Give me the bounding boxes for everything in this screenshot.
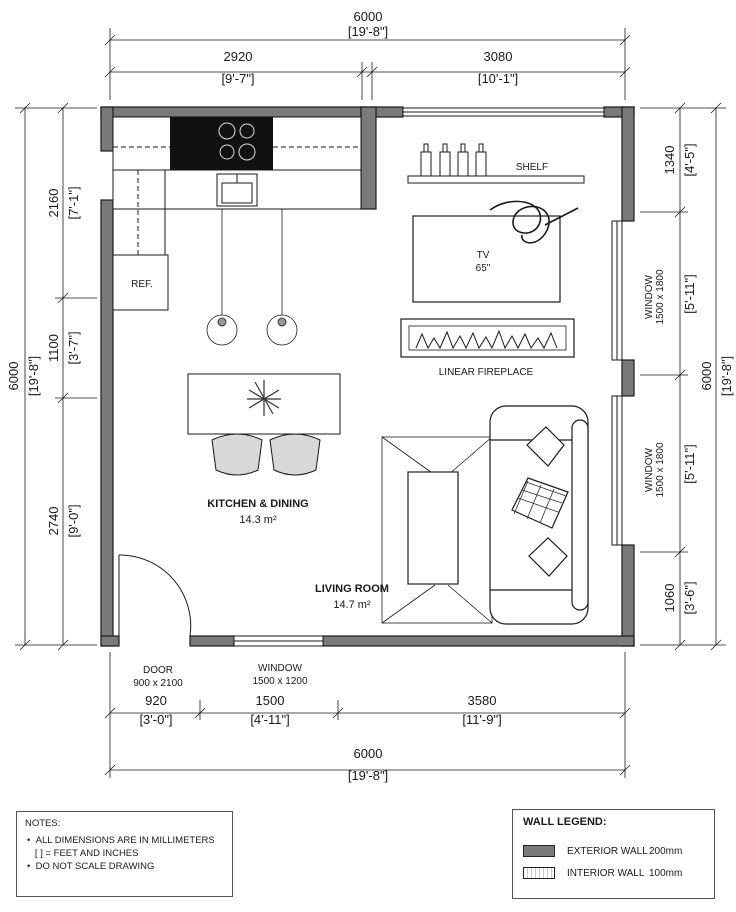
shelf-label: SHELF — [516, 162, 548, 173]
exterior-wall-label: EXTERIOR WALL — [567, 845, 648, 857]
decor-sculpture — [489, 200, 579, 244]
wall-legend: WALL LEGEND: EXTERIOR WALL 200mm INTERIO… — [512, 809, 715, 899]
pillows — [511, 426, 569, 577]
legend-title: WALL LEGEND: — [523, 816, 607, 828]
interior-wall-label: INTERIOR WALL — [567, 867, 645, 879]
sink — [216, 173, 258, 207]
shelf: SHELF — [407, 143, 585, 184]
dimension-labels: 6000 [19'-8"] 2920 [9'-7"] 3080 [10'-1"]… — [6, 9, 734, 783]
dim-left-top-mm: 2160 — [46, 189, 61, 218]
dim-right-top-imperial: [4'-5"] — [682, 143, 697, 176]
dim-top-left-mm: 2920 — [224, 49, 253, 64]
interior-wall-size: 100mm — [649, 867, 683, 879]
ref-label: REF. — [131, 279, 153, 290]
coffee-table — [407, 471, 459, 585]
legend-row-interior: INTERIOR WALL 100mm — [523, 862, 704, 884]
svg-text:1500 x 1800: 1500 x 1800 — [655, 269, 666, 324]
dim-right-window1: [5'-11"] — [682, 274, 697, 313]
legend-row-exterior: EXTERIOR WALL 200mm — [523, 840, 704, 862]
dim-bottom-overall-imperial: [19'-8"] — [348, 768, 388, 783]
right-window-2-label: WINDOW 1500 x 1800 — [644, 442, 666, 497]
door-size-label: 900 x 2100 — [133, 678, 183, 689]
notes-box: NOTES: • ALL DIMENSIONS ARE IN MILLIMETE… — [16, 811, 233, 897]
dim-bottom-window-imperial: [4'-11"] — [250, 712, 289, 727]
bottom-window-label: WINDOW — [258, 663, 302, 674]
kitchen-room-area: 14.3 m² — [239, 514, 277, 526]
dimension-lines — [15, 28, 726, 778]
dining-table — [187, 373, 341, 435]
dim-top-right-imperial: [10'-1"] — [478, 71, 518, 86]
dim-bottom-right-imperial: [11'-9"] — [462, 712, 501, 727]
exterior-wall-swatch — [523, 845, 555, 857]
tv-size-label: 65" — [476, 263, 491, 274]
dim-right-top-mm: 1340 — [662, 146, 677, 175]
living-room-name: LIVING ROOM — [315, 583, 389, 595]
dim-right-overall-imperial: [19'-8"] — [719, 356, 734, 396]
pendant-lights — [206, 209, 298, 346]
dim-bottom-overall-mm: 6000 — [354, 746, 383, 761]
tv: TV 65" — [412, 215, 561, 303]
dim-right-bottom-imperial: [3'-6"] — [682, 581, 697, 614]
tv-label: TV — [477, 250, 490, 261]
notes-item: • ALL DIMENSIONS ARE IN MILLIMETERS — [27, 835, 215, 846]
dim-left-mid-imperial: [3'-7"] — [66, 331, 81, 364]
dim-bottom-window-mm: 1500 — [256, 693, 285, 708]
bottom-window-size-label: 1500 x 1200 — [252, 676, 307, 687]
refrigerator: REF. — [112, 254, 169, 311]
dim-bottom-door-mm: 920 — [145, 693, 167, 708]
cooktop — [170, 117, 273, 170]
dim-right-bottom-mm: 1060 — [662, 584, 677, 613]
dim-left-mid-mm: 1100 — [46, 334, 61, 362]
exterior-walls — [100, 106, 635, 647]
notes-item: • DO NOT SCALE DRAWING — [27, 861, 155, 872]
door-label: DOOR — [143, 665, 173, 676]
dim-left-overall-mm: 6000 — [6, 362, 21, 391]
dim-right-overall-mm: 6000 — [699, 362, 714, 391]
interior-wall-swatch — [523, 867, 555, 879]
svg-text:1500 x 1800: 1500 x 1800 — [655, 442, 666, 497]
stools — [211, 433, 321, 476]
dim-top-overall-mm: 6000 — [354, 9, 383, 24]
dim-top-right-mm: 3080 — [484, 49, 513, 64]
windows — [233, 107, 623, 647]
notes-title: NOTES: — [25, 818, 61, 829]
notes-item: [ ] = FEET AND INCHES — [34, 848, 139, 859]
exterior-wall-size: 200mm — [649, 845, 683, 857]
svg-text:WINDOW: WINDOW — [644, 448, 655, 492]
dim-right-window2: [5'-11"] — [682, 444, 697, 483]
svg-text:WINDOW: WINDOW — [644, 275, 655, 319]
dim-left-bottom-imperial: [9'-0"] — [66, 504, 81, 537]
kitchen-room-name: KITCHEN & DINING — [207, 498, 308, 510]
door — [118, 554, 192, 637]
dim-left-overall-imperial: [19'-8"] — [26, 356, 41, 396]
dim-top-left-imperial: [9'-7"] — [221, 71, 254, 86]
dim-left-top-imperial: [7'-1"] — [66, 186, 81, 219]
living-room-area: 14.7 m² — [333, 599, 371, 611]
interior-wall — [360, 106, 404, 210]
dim-top-overall-imperial: [19'-8"] — [348, 24, 388, 39]
dim-bottom-door-imperial: [3'-0"] — [139, 712, 172, 727]
fireplace-label: LINEAR FIREPLACE — [439, 367, 534, 378]
dim-bottom-right-mm: 3580 — [468, 693, 497, 708]
dim-left-bottom-mm: 2740 — [46, 507, 61, 536]
right-window-1-label: WINDOW 1500 x 1800 — [644, 269, 666, 324]
linear-fireplace: LINEAR FIREPLACE — [400, 318, 575, 378]
